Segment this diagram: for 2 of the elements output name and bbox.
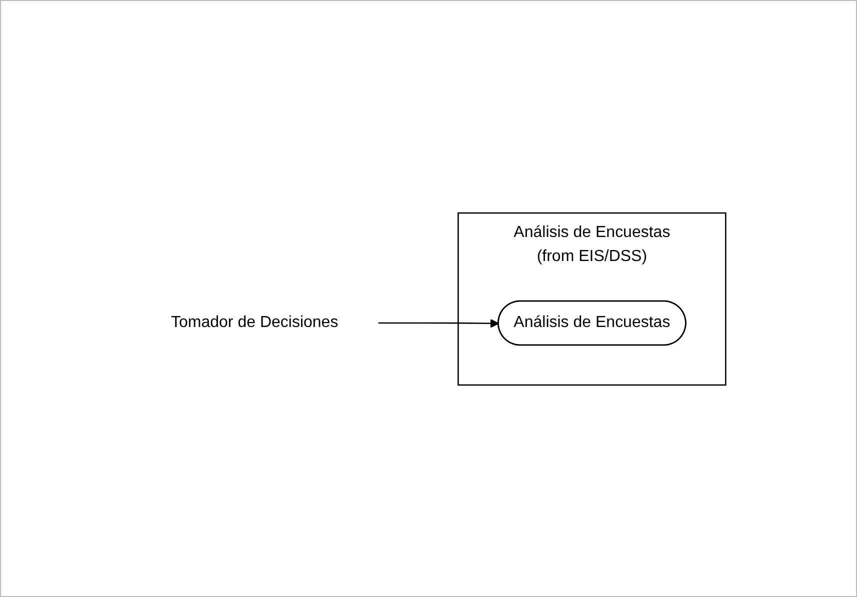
arrow xyxy=(378,318,500,328)
node-text: Tomador de Decisiones xyxy=(171,313,338,330)
